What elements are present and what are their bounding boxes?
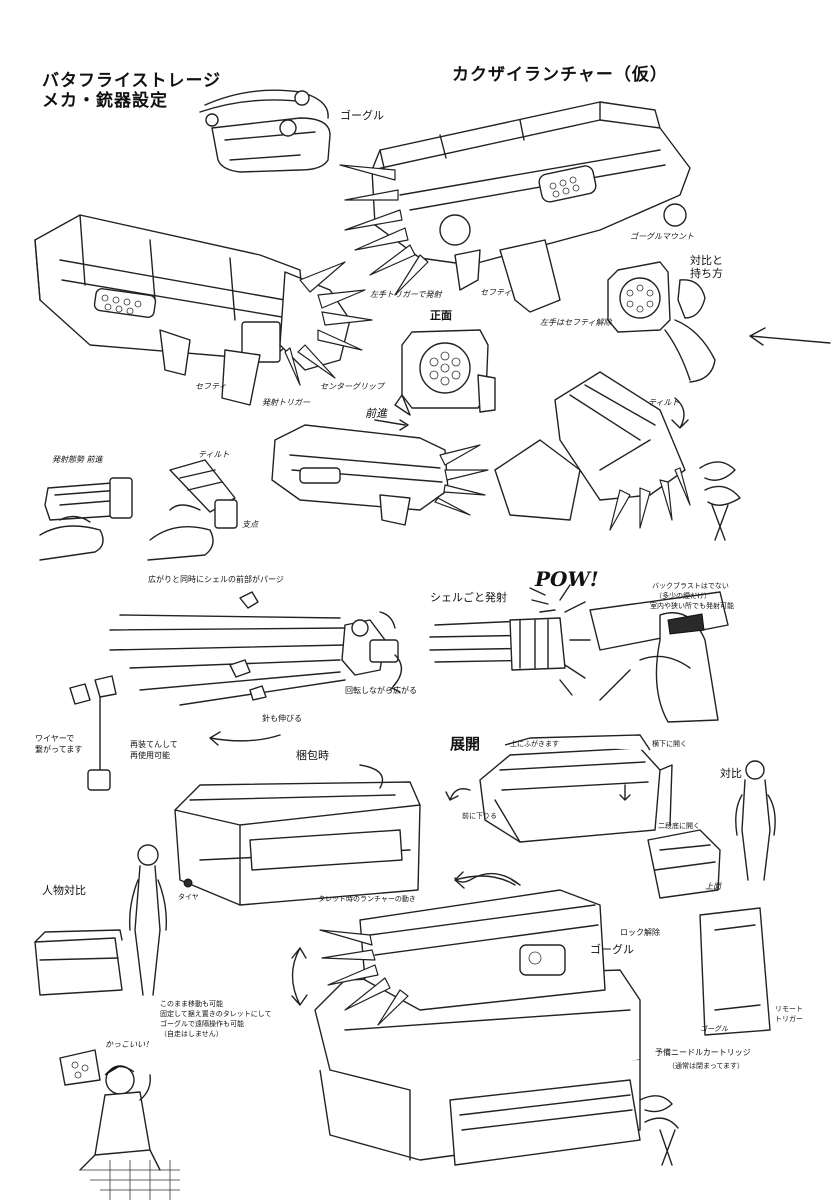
- cartoon-character: [59, 1049, 180, 1200]
- fire-forward-label: 発射態勢 前進: [52, 455, 103, 464]
- backblast-note-2: （多少の煙だけ）: [655, 592, 711, 600]
- contrast-hold-label-2: 持ち方: [690, 267, 723, 280]
- wire-label-2: 繋がってます: [35, 745, 83, 754]
- packing-label: 梱包時: [296, 749, 329, 762]
- open-up-note: 上にふがきます: [510, 740, 559, 748]
- sheet-title-line1: バタフライストレージ: [42, 71, 222, 91]
- reload-label-2: 再使用可能: [130, 751, 170, 760]
- pow-text: POW!: [535, 567, 599, 591]
- lock-release-label: ロック解除: [620, 928, 660, 937]
- center-grip-note: センターグリップ: [320, 382, 384, 391]
- tire-label: タイヤ: [178, 893, 199, 901]
- pow-burst: [529, 587, 556, 613]
- person-contrast-label: 人物対比: [42, 884, 86, 897]
- rotate-spread-label: 回転しながら広がる: [345, 686, 417, 695]
- goggle-mount-note: ゴーグルマウント: [630, 232, 694, 241]
- left-trigger-note: 左手トリガーで発射: [370, 290, 442, 299]
- launcher-advance-view: [271, 419, 489, 526]
- goggle-drawing: [199, 89, 331, 173]
- sheet-title-line2: メカ・銃器設定: [42, 91, 168, 111]
- goggle-label-bottom: ゴーグル: [590, 943, 634, 956]
- reload-label: 再装てんして: [130, 740, 178, 749]
- soldier-holding-launcher: [607, 261, 716, 383]
- launcher-title: カクザイランチャー（仮）: [452, 65, 668, 85]
- turret-motion-label: タレット時のランチャーの動き: [318, 895, 416, 903]
- launcher-front-view: [394, 329, 496, 416]
- safety-note-2: セフティ: [480, 288, 512, 297]
- safety-note: セフティ: [195, 382, 227, 391]
- launcher-tilt-view: [494, 371, 691, 531]
- signature-mark-2: [639, 1095, 679, 1166]
- turret-launcher-drawing: [291, 871, 771, 1166]
- backblast-note-3: 室内や狭い所でも発射可能: [650, 602, 734, 610]
- open-left-note: 左手はセフティ解除: [540, 318, 612, 327]
- person-contrast-figure: [34, 844, 168, 996]
- deploy-sequence-drawing: [445, 734, 721, 899]
- launcher-perspective-view: [34, 214, 373, 406]
- remote-trigger-label-2: トリガー: [775, 1015, 803, 1023]
- trigger-note: 発射トリガー: [262, 398, 310, 407]
- goggle-label-top: ゴーグル: [340, 109, 384, 122]
- shell-fire-sketch: [429, 584, 729, 723]
- shell-fire-label: シェルごと発射: [430, 591, 507, 604]
- wire-label: ワイヤーで: [35, 734, 75, 743]
- tilt-small-label: ティルト: [198, 450, 230, 459]
- pointer-arrow: [749, 327, 831, 346]
- cool-exclamation: かっこいい！: [105, 1040, 153, 1049]
- contrast-label: 対比: [720, 767, 742, 780]
- deploy-label: 展開: [450, 735, 481, 753]
- move-note-2: 固定して据え置きのタレットにして: [160, 1010, 272, 1018]
- launcher-side-view: [339, 101, 691, 313]
- move-note-3: ゴーグルで遠隔操作も可能: [160, 1020, 244, 1028]
- fulcrum-label: 支点: [242, 520, 258, 529]
- backblast-note-1: バックブラストはでない: [652, 582, 729, 590]
- spare-cartridge-label: 予備ニードルカートリッジ: [655, 1048, 751, 1057]
- contrast-hold-label: 対比と: [690, 254, 723, 267]
- tilt-label: ティルト: [648, 398, 680, 407]
- spare-cartridge-note: （通常は閉まってます）: [668, 1062, 745, 1070]
- hand-hold-sketch-2: [147, 459, 238, 561]
- top-view-note: 上面: [705, 882, 721, 891]
- needle-extend-label: 針も伸びる: [262, 714, 302, 723]
- goggle-small-label: ゴーグル: [700, 1025, 728, 1033]
- needle-spread-diagram: [69, 591, 403, 791]
- double-open-note: 二段底に開く: [658, 822, 700, 830]
- contrast-figure-right: [735, 760, 776, 881]
- advance-label: 前進: [365, 407, 387, 420]
- move-note-4: （自走はしません）: [160, 1030, 223, 1038]
- open-side-note: 横下に開く: [652, 740, 687, 748]
- signature-mark-1: [699, 461, 741, 541]
- hand-hold-sketch-1: [39, 477, 133, 561]
- move-note-1: このまま移動も可能: [160, 1000, 223, 1008]
- front-view-label: 正面: [430, 309, 452, 322]
- remote-trigger-label: リモート: [775, 1005, 803, 1013]
- front-drop-note: 前に下りる: [462, 812, 497, 820]
- shell-purge-label: 広がりと同時にシェルの前部がパージ: [148, 575, 284, 584]
- packed-case-drawing: [174, 764, 421, 906]
